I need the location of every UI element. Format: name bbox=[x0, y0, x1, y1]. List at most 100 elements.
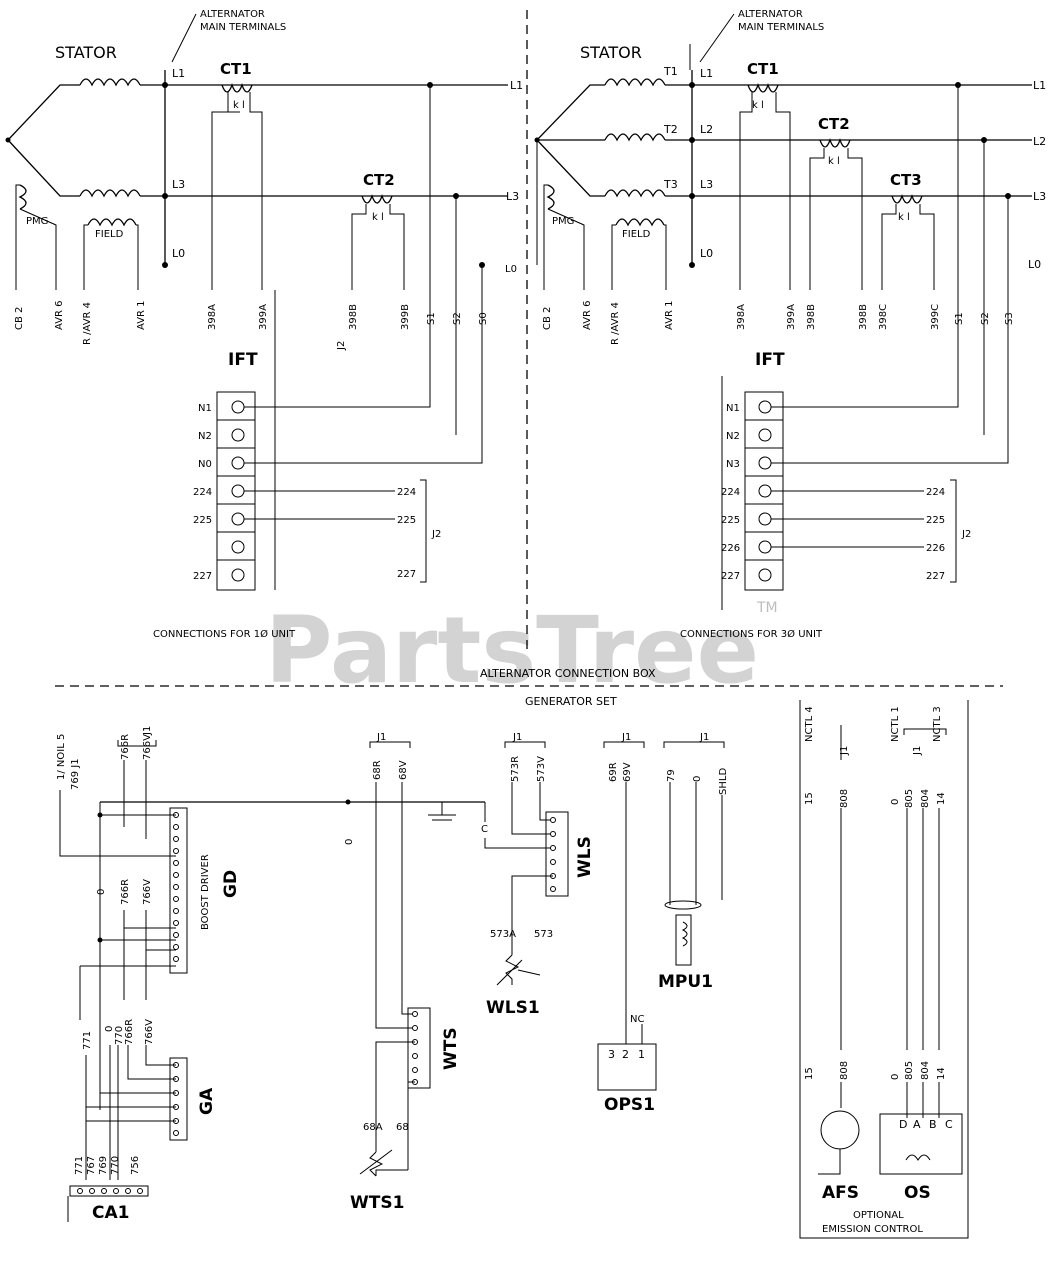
ct2-left-coil bbox=[361, 194, 393, 204]
stator-coil-t2 bbox=[604, 133, 666, 142]
svg-text:S1: S1 bbox=[426, 312, 437, 325]
generator-set-label: GENERATOR SET bbox=[525, 695, 617, 708]
terminal-l0-left: L0 bbox=[172, 247, 185, 260]
svg-text:N2: N2 bbox=[198, 431, 212, 442]
field-left-label: FIELD bbox=[95, 229, 124, 240]
svg-text:AVR 6: AVR 6 bbox=[582, 300, 593, 330]
svg-text:S1: S1 bbox=[954, 312, 965, 325]
gd-label: GD bbox=[221, 870, 241, 898]
svg-text:0: 0 bbox=[104, 1026, 115, 1032]
svg-text:k l: k l bbox=[828, 156, 840, 167]
svg-text:227: 227 bbox=[397, 569, 416, 580]
svg-text:B: B bbox=[929, 1118, 937, 1131]
svg-text:k l: k l bbox=[233, 100, 245, 111]
svg-text:769: 769 bbox=[98, 1156, 109, 1175]
svg-text:766V: 766V bbox=[144, 1019, 155, 1045]
svg-text:L2: L2 bbox=[700, 123, 713, 136]
optional-label-line2: EMISSION CONTROL bbox=[822, 1224, 923, 1235]
svg-text:S2: S2 bbox=[452, 312, 463, 325]
svg-text:224: 224 bbox=[193, 487, 212, 498]
svg-text:CB 2: CB 2 bbox=[542, 307, 553, 330]
optional-label-line1: OPTIONAL bbox=[853, 1210, 904, 1221]
svg-text:399A: 399A bbox=[786, 304, 797, 330]
svg-text:226: 226 bbox=[721, 543, 740, 554]
pmg-left-label: PMG bbox=[26, 216, 48, 227]
stator-coil-t3 bbox=[604, 189, 666, 198]
svg-text:FIELD: FIELD bbox=[622, 229, 651, 240]
svg-text:573: 573 bbox=[534, 929, 553, 940]
mpu1-body bbox=[675, 914, 692, 966]
svg-text:225: 225 bbox=[193, 515, 212, 526]
svg-text:A: A bbox=[913, 1118, 921, 1131]
callout-left-line1: ALTERNATOR bbox=[200, 9, 265, 20]
svg-text:767: 767 bbox=[86, 1156, 97, 1175]
svg-text:808: 808 bbox=[839, 1061, 850, 1080]
svg-text:15: 15 bbox=[804, 1067, 815, 1080]
svg-text:0: 0 bbox=[96, 889, 107, 895]
l0-side-label: L0 bbox=[505, 264, 517, 275]
svg-text:770: 770 bbox=[110, 1156, 121, 1175]
svg-text:68A: 68A bbox=[363, 1122, 383, 1133]
wls-connector bbox=[545, 811, 569, 897]
svg-text:1: 1 bbox=[638, 1048, 645, 1061]
svg-text:L2: L2 bbox=[1033, 135, 1046, 148]
svg-text:J2: J2 bbox=[336, 341, 347, 351]
ct1-left-label: CT1 bbox=[220, 60, 252, 78]
svg-text:J1: J1 bbox=[912, 746, 923, 756]
svg-text:398A: 398A bbox=[207, 304, 218, 330]
svg-text:398B: 398B bbox=[806, 304, 817, 330]
svg-text:1/ NOIL 5: 1/ NOIL 5 bbox=[56, 734, 67, 780]
svg-text:L3: L3 bbox=[1033, 190, 1046, 203]
svg-text:766R: 766R bbox=[120, 734, 131, 760]
svg-text:NCTL 1: NCTL 1 bbox=[890, 706, 901, 742]
svg-text:225: 225 bbox=[397, 515, 416, 526]
stator-label-left: STATOR bbox=[55, 43, 117, 62]
svg-text:J1: J1 bbox=[376, 732, 386, 743]
svg-text:573A: 573A bbox=[490, 929, 516, 940]
svg-text:766R: 766R bbox=[124, 1019, 135, 1045]
svg-text:k l: k l bbox=[898, 212, 910, 223]
callout-right-line1: ALTERNATOR bbox=[738, 9, 803, 20]
svg-text:804: 804 bbox=[920, 1061, 931, 1080]
afs-sensor bbox=[820, 1110, 860, 1150]
svg-text:k l: k l bbox=[752, 100, 764, 111]
svg-text:CB 2: CB 2 bbox=[14, 307, 25, 330]
wls1-label: WLS1 bbox=[486, 998, 540, 1018]
os-sensor bbox=[879, 1113, 963, 1175]
stator-leg-top bbox=[7, 84, 80, 141]
svg-text:S0: S0 bbox=[478, 312, 489, 325]
svg-text:NCTL 3: NCTL 3 bbox=[932, 706, 943, 742]
svg-text:68R: 68R bbox=[372, 760, 383, 780]
gd-connector bbox=[169, 807, 188, 974]
svg-text:2: 2 bbox=[622, 1048, 629, 1061]
svg-text:T1: T1 bbox=[663, 65, 678, 78]
svg-text:NC: NC bbox=[630, 1014, 644, 1025]
ct1-right-label: CT1 bbox=[747, 60, 779, 78]
stator-leg-bottom bbox=[7, 139, 80, 197]
optional-enclosure bbox=[799, 700, 969, 1239]
svg-text:770: 770 bbox=[114, 1026, 125, 1045]
svg-text:15: 15 bbox=[804, 792, 815, 805]
svg-text:224: 224 bbox=[926, 487, 945, 498]
callout-right-arrow bbox=[699, 13, 735, 63]
callout-left-arrow bbox=[171, 13, 197, 63]
ct2-left-label: CT2 bbox=[363, 171, 395, 189]
mpu1-label: MPU1 bbox=[658, 972, 713, 992]
svg-text:N1: N1 bbox=[198, 403, 212, 414]
svg-text:804: 804 bbox=[920, 789, 931, 808]
svg-text:AVR 1: AVR 1 bbox=[136, 300, 147, 330]
wts-label: WTS bbox=[441, 1027, 461, 1070]
ift-left-rows bbox=[217, 400, 255, 582]
svg-text:SHLD: SHLD bbox=[718, 768, 729, 795]
svg-text:N1: N1 bbox=[726, 403, 740, 414]
pmg-left-coil bbox=[18, 184, 27, 210]
svg-text:L3: L3 bbox=[700, 178, 713, 191]
stator-label-right: STATOR bbox=[580, 43, 642, 62]
svg-text:AVR 1: AVR 1 bbox=[664, 300, 675, 330]
watermark-trademark: TM bbox=[756, 600, 778, 616]
svg-text:756: 756 bbox=[130, 1156, 141, 1175]
svg-text:69R: 69R bbox=[608, 762, 619, 782]
wts1-label: WTS1 bbox=[350, 1193, 404, 1213]
svg-text:C: C bbox=[945, 1118, 953, 1131]
